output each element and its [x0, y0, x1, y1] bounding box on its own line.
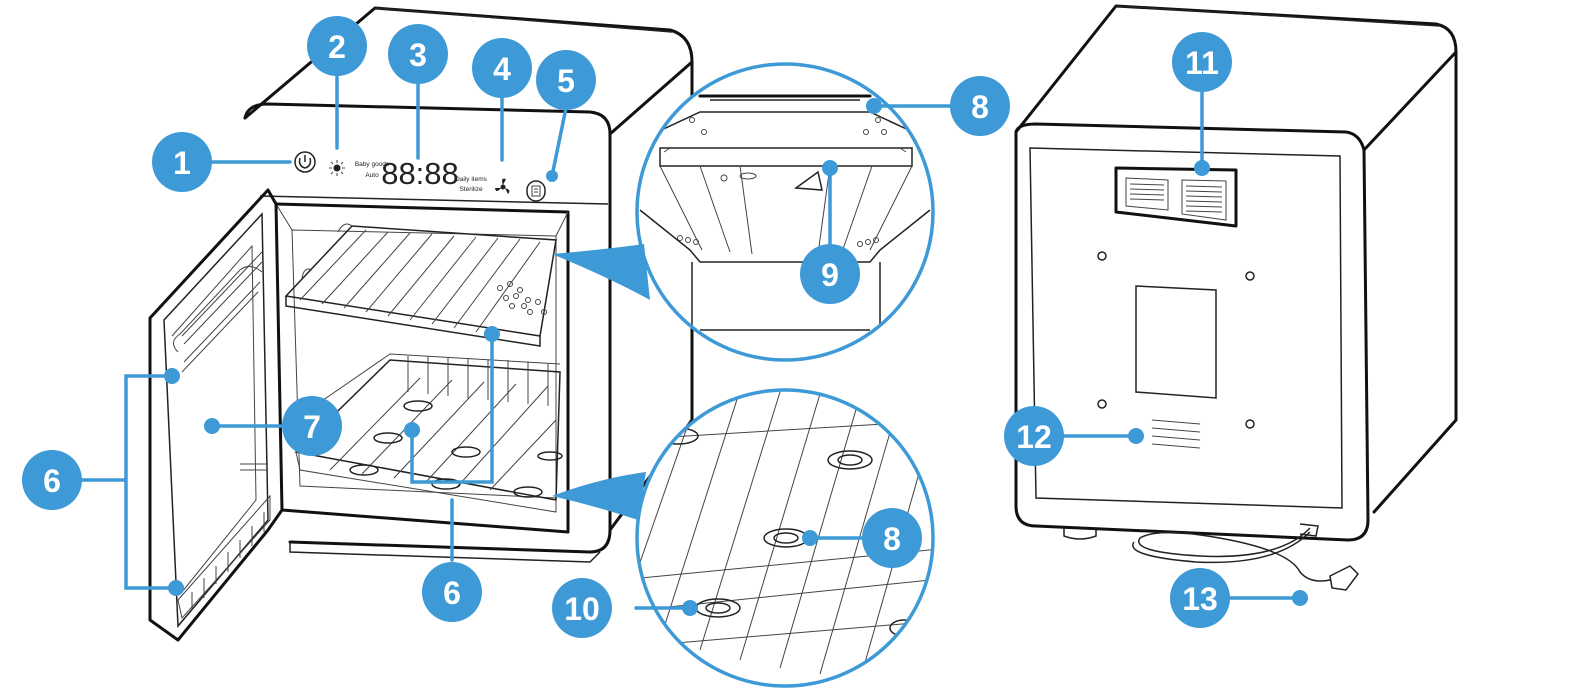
svg-text:6: 6 — [43, 463, 61, 499]
svg-text:10: 10 — [564, 591, 600, 627]
panel-label-daily-items: Daily items — [455, 176, 488, 183]
svg-text:9: 9 — [821, 257, 839, 293]
svg-text:1: 1 — [173, 145, 191, 181]
panel-label-auto: Auto — [365, 172, 379, 179]
callout-12: 12 — [1004, 406, 1064, 466]
front-view-unit — [148, 6, 694, 642]
svg-text:6: 6 — [443, 575, 461, 611]
svg-text:2: 2 — [328, 29, 346, 65]
svg-text:11: 11 — [1185, 45, 1219, 81]
svg-text:8: 8 — [883, 521, 901, 557]
fan-icon[interactable] — [495, 178, 510, 194]
callout-2: 2 — [307, 16, 367, 76]
callout-6-door: 6 — [22, 450, 82, 510]
light-icon[interactable] — [329, 160, 345, 176]
panel-display: 88:88 — [381, 156, 459, 191]
back-view-unit — [1014, 4, 1458, 591]
callout-badges: 1 2 3 4 5 6 7 8 9 6 8 10 11 12 13 — [22, 16, 1232, 638]
svg-text:12: 12 — [1016, 419, 1052, 455]
leader-lines — [80, 72, 1302, 610]
panel-label-baby-goods: Baby goods — [355, 161, 390, 168]
svg-text:7: 7 — [303, 409, 321, 445]
callout-3: 3 — [388, 24, 448, 84]
power-icon[interactable] — [294, 151, 316, 173]
svg-text:5: 5 — [557, 63, 575, 99]
callout-5: 5 — [536, 50, 596, 110]
detail-view-top — [552, 62, 935, 362]
callout-7: 7 — [282, 396, 342, 456]
callout-11: 11 — [1172, 32, 1232, 92]
callout-1: 1 — [152, 132, 212, 192]
power-icon-glyph — [298, 155, 312, 169]
callout-13: 13 — [1170, 568, 1230, 628]
callout-9: 9 — [800, 244, 860, 304]
panel-label-sterilize: Sterilize — [459, 186, 483, 193]
control-panel: Baby goods Auto 88:88 Daily items Steril… — [294, 151, 546, 202]
callout-8-bottom: 8 — [862, 508, 922, 568]
menu-icon[interactable] — [526, 180, 546, 202]
svg-text:13: 13 — [1182, 581, 1218, 617]
menu-icon-glyph — [531, 185, 541, 197]
callout-8-top: 8 — [950, 76, 1010, 136]
svg-text:4: 4 — [493, 51, 511, 87]
callout-6-rack: 6 — [422, 562, 482, 622]
leader-dots — [164, 98, 1308, 616]
svg-text:8: 8 — [971, 89, 989, 125]
callout-4: 4 — [472, 38, 532, 98]
svg-text:3: 3 — [409, 37, 427, 73]
callout-10: 10 — [552, 578, 612, 638]
